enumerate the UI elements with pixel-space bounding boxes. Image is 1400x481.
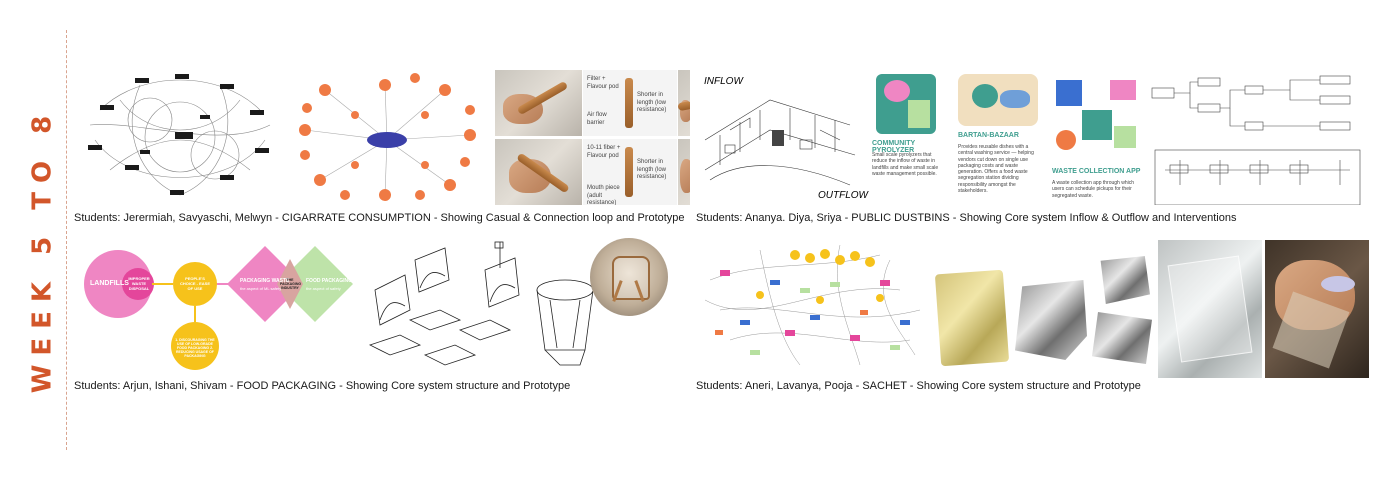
node-overlap: THE PACKAGING INDUSTRY	[280, 278, 302, 290]
node-landfills: LANDFILLS	[90, 280, 129, 287]
sachet-photo-hand	[1265, 240, 1369, 378]
street-sketch	[704, 99, 856, 186]
intervention-text-3: A waste collection app through which use…	[1052, 180, 1134, 199]
panel-food-packaging: LANDFILLS IMPROPER WASTE DISPOSAL PEOPLE…	[74, 238, 690, 400]
mind-map-diagram	[299, 73, 476, 201]
prototype-photo-3	[495, 139, 582, 205]
side-title-text: WEEK 5 TO 8	[27, 106, 57, 394]
caption-sachet: Students: Aneri, Lavanya, Pooja - SACHET…	[696, 380, 1141, 392]
prototype-photo-round	[590, 238, 668, 316]
caption-dustbins: Students: Ananya. Diya, Sriya - PUBLIC D…	[696, 212, 1237, 224]
node-middle: PEOPLE'S CHOICE - EASE OF USE	[179, 276, 210, 291]
caption-food-packaging: Students: Arjun, Ishani, Shivam - FOOD P…	[74, 380, 571, 392]
sachet-photo-silver-3	[1092, 312, 1152, 364]
label-top-right: Shorter in length (low resistance)	[637, 92, 667, 113]
intervention-pyrolyzer: COMMUNITY PYROLYZER Small scale pyrolyze…	[870, 70, 942, 205]
intervention-bartan-bazaar: BARTAN-BAZAAR Provides reusable dishes w…	[950, 70, 1045, 205]
sachet-photo-silver-1	[1015, 280, 1087, 360]
prototype-photo-2	[678, 70, 690, 136]
sachet-network-diagram	[704, 244, 921, 366]
prototype-photo-grid: Filter + Flavour pod Air flow barrier Sh…	[495, 70, 690, 205]
prototype-diagram-1: Filter + Flavour pod Air flow barrier Sh…	[583, 70, 677, 136]
node-food-packaging: FOOD PACKAGING	[306, 278, 353, 284]
side-title: WEEK 5 TO 8	[26, 60, 58, 440]
panel-sachet: Students: Aneri, Lavanya, Pooja - SACHET…	[696, 240, 1370, 400]
label-bottom-foot: Mouth piece (adult resistance)	[587, 185, 620, 205]
system-structure-diagram	[84, 246, 353, 370]
caption-cigarette: Students: Jerermiah, Savyaschi, Melwyn -…	[74, 212, 685, 224]
node-food-packaging-sub: the aspect of safety	[306, 286, 341, 291]
intervention-waste-app: WASTE COLLECTION APP A waste collection …	[1050, 70, 1145, 205]
intervention-title-3: WASTE COLLECTION APP	[1052, 168, 1141, 175]
panel-dustbins: INFLOW OUTFLOW COMMUNITY PYROLYZER Small…	[696, 70, 1370, 230]
label-bottom-left: 10-11 fiber + Flavour pod	[587, 145, 621, 159]
node-improper: IMPROPER WASTE DISPOSAL	[128, 276, 150, 291]
sachet-photo-gold	[934, 269, 1010, 367]
label-outflow: OUTFLOW	[818, 190, 868, 201]
panel-cigarette: Filter + Flavour pod Air flow barrier Sh…	[74, 70, 690, 230]
intervention-text-1: Small scale pyrolyzers that reduce the i…	[872, 152, 939, 177]
label-inflow: INFLOW	[704, 76, 743, 87]
label-bottom-right: Shorter in length (low resistance)	[637, 159, 667, 180]
node-packaging-waste-sub: the aspect of ML safety	[240, 286, 282, 291]
node-packaging-waste: PACKAGING WASTE	[240, 278, 290, 284]
intervention-title-1: COMMUNITY PYROLYZER	[872, 140, 916, 154]
node-bottom: 1. DISCOURAGING THE USE OF LOW-GRADE FOO…	[175, 338, 215, 358]
causal-loop-diagram	[88, 74, 271, 196]
intervention-title-2: BARTAN-BAZAAR	[958, 132, 1019, 139]
prototype-diagram-2: 10-11 fiber + Flavour pod Shorter in len…	[583, 139, 677, 205]
intervention-text-2: Provides reusable dishes with a central …	[958, 144, 1034, 194]
prototype-sketches	[368, 241, 594, 366]
sachet-photo-clear	[1158, 240, 1262, 378]
label-top-left: Filter + Flavour pod	[587, 76, 619, 90]
sachet-photo-silver-2	[1100, 256, 1150, 304]
flow-chart	[1151, 75, 1361, 205]
vertical-divider	[66, 30, 67, 450]
prototype-photo-4	[678, 139, 690, 205]
prototype-photo-1	[495, 70, 582, 136]
label-top-mid: Air flow barrier	[587, 112, 607, 126]
